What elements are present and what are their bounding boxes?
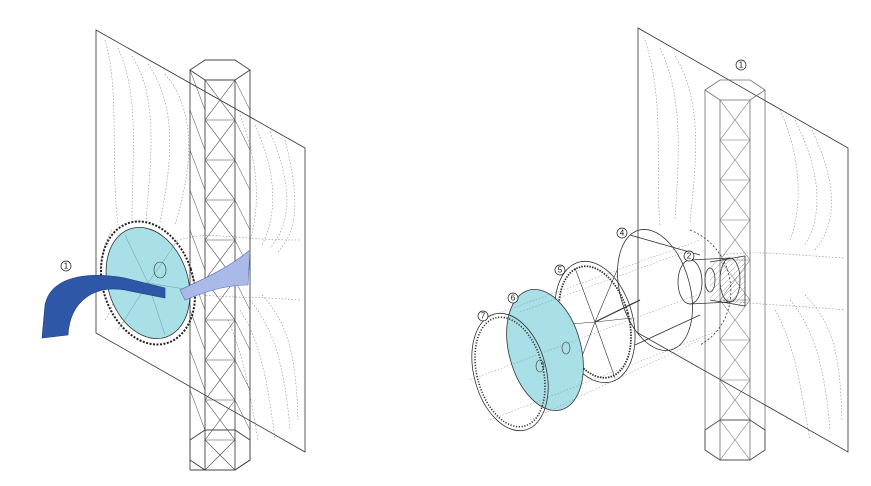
left-callout-1-label: 1: [64, 262, 69, 271]
right-callout-5-label: 5: [558, 266, 563, 275]
right-view: 1 2 4 5 6 7: [469, 27, 849, 461]
right-explosion-guides: [469, 239, 721, 421]
right-callout-2: 2: [683, 250, 695, 262]
right-field-lines: [644, 39, 846, 441]
right-callout-6: 6: [507, 292, 519, 304]
right-callout-4-label: 4: [620, 229, 625, 238]
right-callout-6-label: 6: [511, 294, 516, 303]
right-callout-1: 1: [735, 59, 747, 71]
right-callout-7-label: 7: [481, 312, 486, 321]
right-part-2-hub: [677, 255, 746, 307]
left-view: 1: [41, 29, 306, 471]
left-lattice-tower: [189, 59, 251, 471]
right-callout-5: 5: [554, 264, 566, 276]
right-callout-2-label: 2: [687, 252, 692, 261]
right-membrane-sheet: [637, 27, 849, 453]
left-rotor-disc: [99, 220, 197, 346]
right-part-6-blue-disc: [506, 288, 584, 412]
left-callout-1: 1: [60, 260, 72, 272]
right-part-7-rim: [471, 312, 549, 432]
right-callout-7: 7: [477, 310, 489, 322]
right-callout-4: 4: [616, 227, 628, 239]
right-callout-1-label: 1: [739, 61, 744, 70]
right-lattice-tower: [704, 79, 766, 461]
left-flow-ribbon-light: [179, 249, 251, 301]
left-flow-ribbon-dark: [41, 275, 166, 339]
